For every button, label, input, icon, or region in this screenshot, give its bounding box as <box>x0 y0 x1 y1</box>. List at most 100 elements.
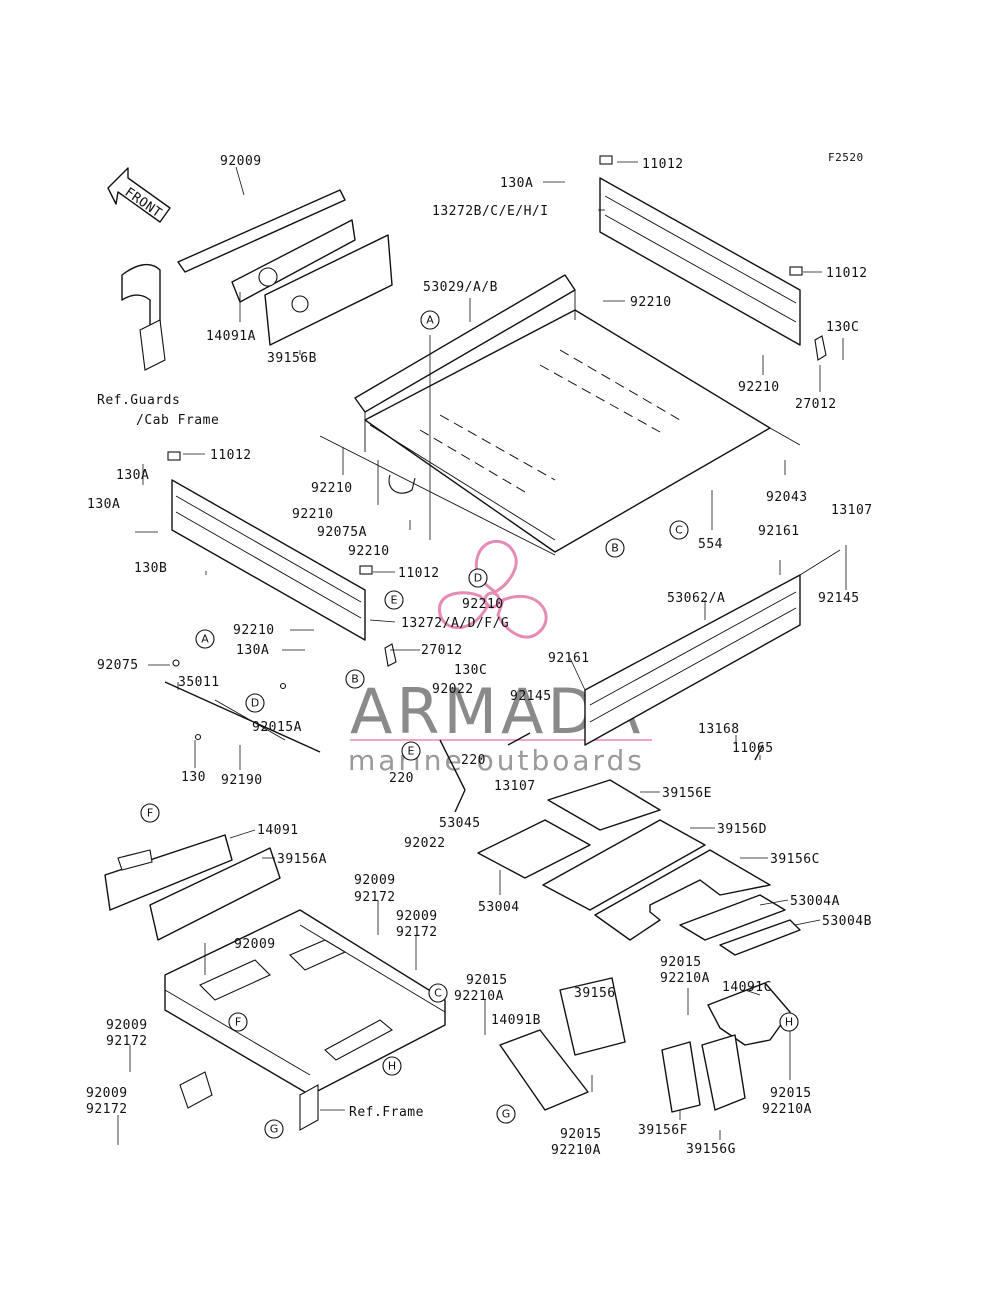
part-label: 130B <box>134 561 167 576</box>
part-label: 11012 <box>642 157 684 172</box>
svg-text:A: A <box>201 633 209 646</box>
hinge-rod-assembly <box>164 659 321 753</box>
part-label: 92210A <box>454 989 504 1004</box>
part-label: 39156A <box>277 852 327 867</box>
part-label: 11012 <box>826 266 868 281</box>
part-label: 92210A <box>762 1102 812 1117</box>
part-label: 14091A <box>206 329 256 344</box>
ref-guards-label: Ref.Guards <box>97 393 180 408</box>
callout-h-guard: H <box>779 1012 799 1032</box>
callout-c-bed: C <box>669 520 689 540</box>
part-label: 92172 <box>396 925 438 940</box>
svg-text:G: G <box>502 1108 511 1121</box>
callout-f-frame: F <box>228 1012 248 1032</box>
part-label: 53004 <box>478 900 520 915</box>
part-label: 92210 <box>630 295 672 310</box>
part-label: 92172 <box>86 1102 128 1117</box>
part-label: 92210 <box>348 544 390 559</box>
callout-f-guard: F <box>140 803 160 823</box>
part-label: 39156F <box>638 1123 688 1138</box>
svg-text:E: E <box>408 745 415 758</box>
part-label: 92015 <box>770 1086 812 1101</box>
ref-frame-label: Ref.Frame <box>349 1105 424 1120</box>
part-label: 92145 <box>510 689 552 704</box>
part-label: 35011 <box>178 675 220 690</box>
guard-14091b <box>499 977 626 1111</box>
part-label: 92172 <box>354 890 396 905</box>
frame <box>164 909 446 1131</box>
part-label: 92210 <box>233 623 275 638</box>
part-label: 39156G <box>686 1142 736 1157</box>
svg-text:H: H <box>388 1060 396 1073</box>
part-label: 92210 <box>311 481 353 496</box>
svg-text:C: C <box>434 987 442 1000</box>
svg-text:C: C <box>675 524 683 537</box>
part-label: 13107 <box>494 779 536 794</box>
part-label: 39156C <box>770 852 820 867</box>
part-label: 92210 <box>738 380 780 395</box>
part-label: 53029/A/B <box>423 280 498 295</box>
part-label: 27012 <box>421 643 463 658</box>
svg-text:B: B <box>611 542 619 555</box>
callout-d-bed: D <box>468 568 488 588</box>
svg-text:F: F <box>147 807 153 820</box>
part-label: 130A <box>116 468 149 483</box>
cab-frame-guards <box>121 189 393 371</box>
left-side-panel <box>167 451 397 667</box>
part-label: 220 <box>461 753 486 768</box>
bed-mats <box>477 779 801 956</box>
part-labels: 92009 14091A 39156B 11012 130A 13272B/C/… <box>86 154 873 1158</box>
part-label: 92009 <box>86 1086 128 1101</box>
part-label: 92210A <box>551 1143 601 1158</box>
part-label: 39156D <box>717 822 767 837</box>
part-label: 92210A <box>660 971 710 986</box>
support-strap <box>439 732 764 813</box>
part-label: 130 <box>181 770 206 785</box>
part-label: 11065 <box>732 741 774 756</box>
svg-text:D: D <box>474 572 482 585</box>
svg-text:A: A <box>426 314 434 327</box>
part-label: 92145 <box>818 591 860 606</box>
part-label: 92009 <box>220 154 262 169</box>
part-label: 220 <box>389 771 414 786</box>
callout-circles: A A B B C C D D E E F F G G H H <box>140 310 799 1139</box>
callout-c-frame: C <box>428 983 448 1003</box>
watermark-propeller-logo <box>438 539 548 639</box>
part-label: 27012 <box>795 397 837 412</box>
guard-14091 <box>104 834 281 941</box>
part-label: 14091 <box>257 823 299 838</box>
callout-a-left: A <box>195 629 215 649</box>
svg-text:G: G <box>270 1123 279 1136</box>
part-label: 13107 <box>831 503 873 518</box>
cargo-bed <box>319 274 801 556</box>
part-label: 14091B <box>491 1013 541 1028</box>
part-label: 53004A <box>790 894 840 909</box>
part-label: 92172 <box>106 1034 148 1049</box>
callout-e-strap: E <box>401 741 421 761</box>
rear-tailgate <box>599 155 827 361</box>
part-label: 92015 <box>466 973 508 988</box>
part-label: 92075A <box>317 525 367 540</box>
callout-a-top: A <box>420 310 440 330</box>
callout-g-guard: G <box>496 1104 516 1124</box>
part-label: 92015 <box>660 955 702 970</box>
part-label: 13168 <box>698 722 740 737</box>
svg-text:B: B <box>351 673 359 686</box>
right-side-panel <box>584 549 841 746</box>
svg-text:E: E <box>391 594 398 607</box>
part-label: 11012 <box>398 566 440 581</box>
part-label: 130A <box>236 643 269 658</box>
part-label: 92075 <box>97 658 139 673</box>
svg-text:H: H <box>785 1016 793 1029</box>
part-label: 130C <box>454 663 487 678</box>
part-label: 92009 <box>106 1018 148 1033</box>
part-label: 11012 <box>210 448 252 463</box>
figure-code: F2520 <box>828 151 864 164</box>
part-label: 92015 <box>560 1127 602 1142</box>
part-label: 14091C <box>722 980 772 995</box>
part-label: 39156E <box>662 786 712 801</box>
part-label: 53004B <box>822 914 872 929</box>
part-label: 39156 <box>574 986 616 1001</box>
part-label: 92161 <box>548 651 590 666</box>
